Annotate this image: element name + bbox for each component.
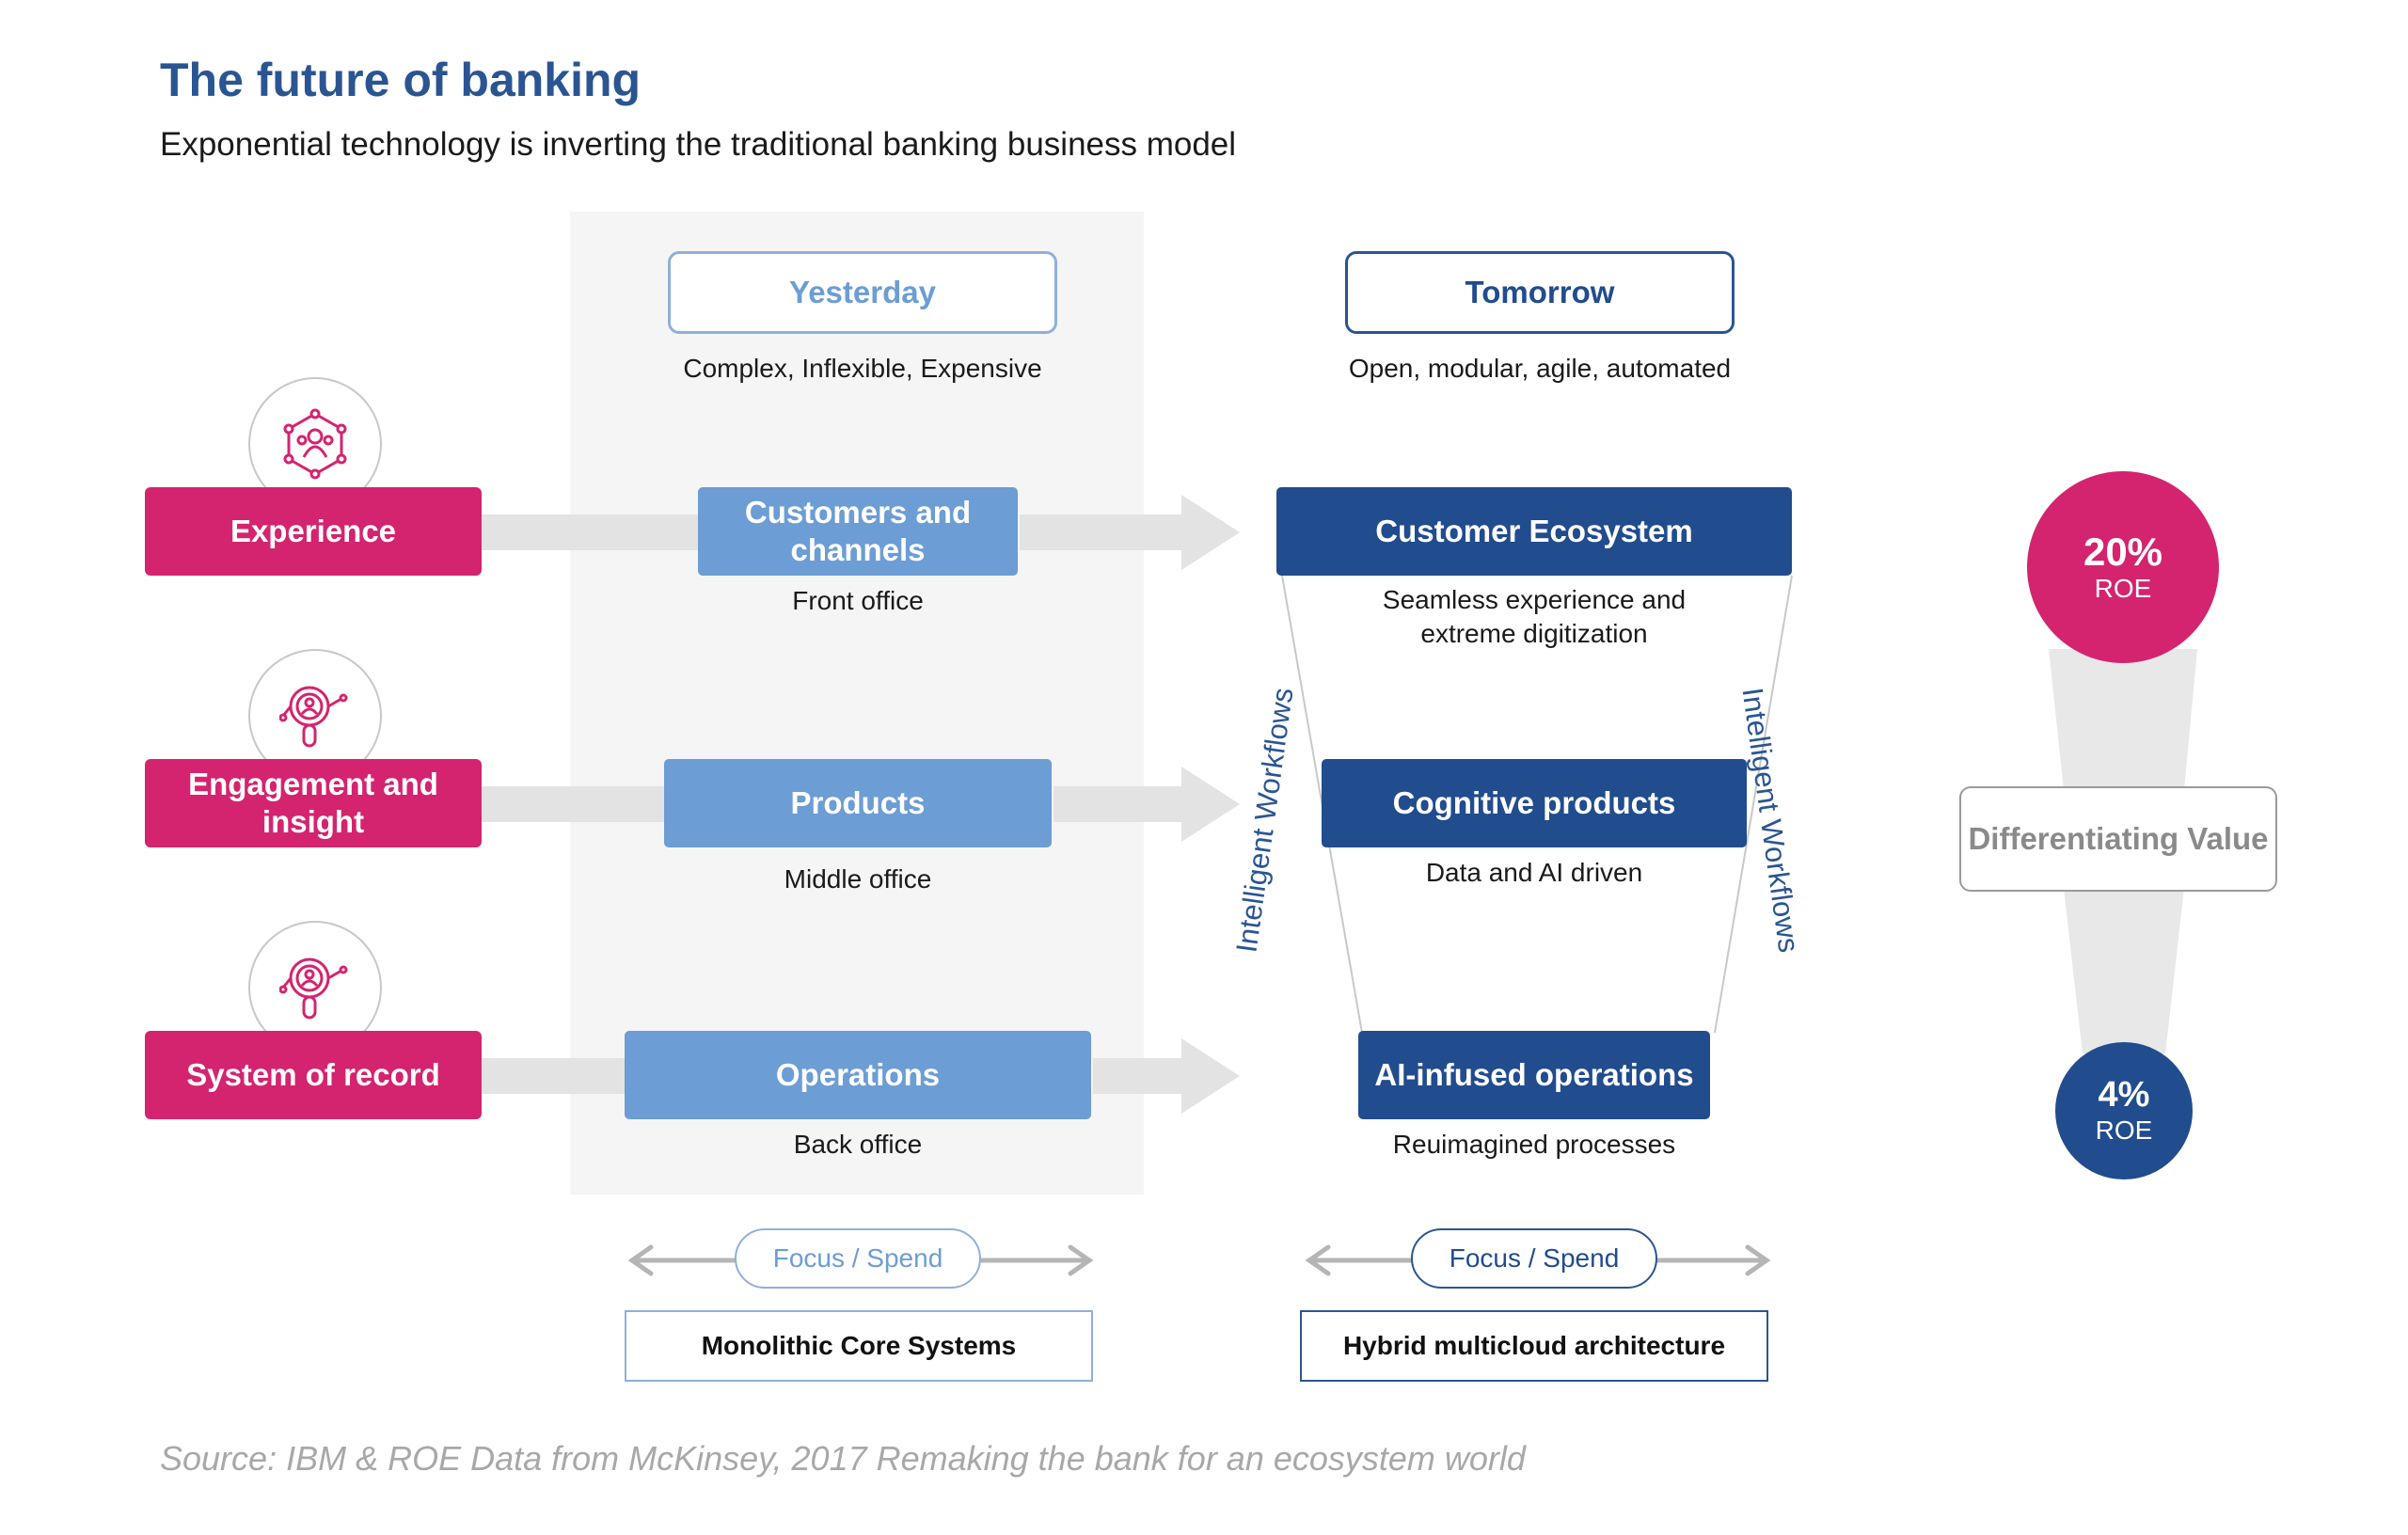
roe-funnel-upper — [2049, 649, 2197, 790]
roe-high-label: ROE — [2094, 574, 2152, 604]
tomorrow-cognitive-products: Cognitive products — [1322, 759, 1747, 847]
differentiating-value: Differentiating Value — [1959, 786, 2277, 892]
arrow-bar-record-left — [482, 1058, 628, 1094]
page-subtitle: Exponential technology is inverting the … — [160, 126, 1237, 163]
roe-high-value: 20% — [2083, 529, 2163, 574]
tomorrow-ai-operations: AI-infused operations — [1358, 1031, 1710, 1119]
ai-operations-caption: Reuimagined processes — [1392, 1130, 1676, 1159]
roe-low-label: ROE — [2095, 1115, 2153, 1145]
arrow-head-record — [1181, 1038, 1240, 1114]
monolithic-core-systems: Monolithic Core Systems — [625, 1310, 1093, 1382]
network-people-icon — [283, 408, 347, 480]
yesterday-caption: Complex, Inflexible, Expensive — [683, 354, 1042, 383]
roe-low-value: 4% — [2098, 1075, 2150, 1116]
magnifier-person-icon — [279, 686, 348, 748]
layer-system-of-record: System of record — [145, 1031, 482, 1119]
back-office-caption: Back office — [793, 1130, 923, 1159]
tomorrow-header: Tomorrow — [1345, 251, 1735, 334]
front-office-caption: Front office — [792, 586, 924, 615]
focus-spend-yesterday: Focus / Spend — [735, 1228, 981, 1289]
middle-office-caption: Middle office — [784, 864, 932, 894]
arrow-bar-engagement-right — [1054, 786, 1185, 822]
funnel-line-right — [1714, 575, 1793, 1034]
yesterday-header: Yesterday — [668, 251, 1057, 334]
arrow-bar-record-right — [1093, 1058, 1183, 1094]
arrow-bar-engagement-left — [482, 786, 668, 822]
cognitive-products-caption: Data and AI driven — [1425, 858, 1643, 887]
magnifier-person-icon — [279, 957, 348, 1020]
roe-funnel-lower — [2064, 889, 2184, 1053]
layer-experience: Experience — [145, 487, 482, 576]
focus-spend-tomorrow: Focus / Spend — [1411, 1228, 1657, 1289]
arrow-head-engagement — [1181, 767, 1240, 842]
yesterday-products: Products — [664, 759, 1052, 847]
roe-low-circle: 4% ROE — [2055, 1042, 2193, 1179]
tomorrow-customer-ecosystem: Customer Ecosystem — [1276, 487, 1792, 576]
yesterday-operations: Operations — [625, 1031, 1091, 1119]
hybrid-multicloud-architecture: Hybrid multicloud architecture — [1300, 1310, 1768, 1382]
yesterday-customers-channels: Customers and channels — [698, 487, 1018, 576]
arrow-bar-experience-right — [1020, 514, 1183, 550]
layer-engagement-insight: Engagement and insight — [145, 759, 482, 847]
source-note: Source: IBM & ROE Data from McKinsey, 20… — [160, 1439, 1526, 1478]
arrow-bar-experience-left — [482, 514, 704, 550]
tomorrow-caption: Open, modular, agile, automated — [1348, 354, 1732, 383]
customer-ecosystem-caption: Seamless experience and extreme digitiza… — [1382, 585, 1687, 649]
page-title: The future of banking — [160, 54, 642, 106]
roe-high-circle: 20% ROE — [2027, 471, 2219, 663]
arrow-head-experience — [1181, 495, 1240, 570]
yesterday-panel-background — [570, 212, 1144, 1195]
